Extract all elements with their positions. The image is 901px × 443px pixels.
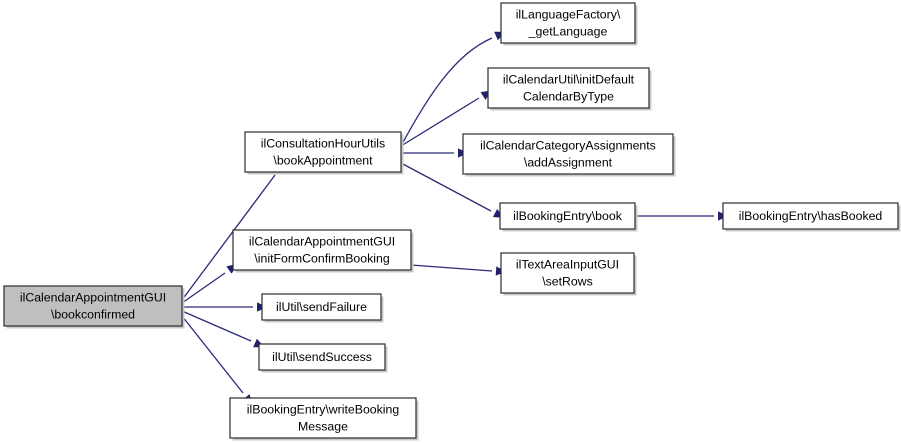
node-rect[interactable] <box>500 252 635 294</box>
node-label-line1: ilBookingEntry\book <box>513 209 623 223</box>
node-label-line2: \initFormConfirmBooking <box>254 251 389 265</box>
node-rect[interactable] <box>229 397 417 439</box>
node-label-line2: Message <box>298 419 348 433</box>
node-layer: ilCalendarAppointmentGUI\bookconfirmedil… <box>3 2 901 441</box>
node-label-line1: ilCalendarUtil\initDefault <box>503 72 635 86</box>
node-label-line2: \bookAppointment <box>273 153 373 167</box>
node-rect[interactable] <box>462 133 674 175</box>
node-label-line1: ilTextAreaInputGUI <box>516 257 619 271</box>
graph-node-setRows[interactable]: ilTextAreaInputGUI \setRows <box>500 252 637 296</box>
node-rect[interactable] <box>487 67 650 109</box>
graph-node-sendFailure[interactable]: ilUtil\sendFailure <box>261 293 384 323</box>
node-rect[interactable] <box>499 202 636 230</box>
call-edge-bookconfirmed-to-writeBookingMessage <box>181 315 253 406</box>
call-edge-bookconfirmed-to-sendFailure <box>182 302 268 312</box>
call-edge-bookAppointment-to-addAssignment <box>401 148 469 158</box>
node-label-line1: ilCalendarAppointmentGUI <box>20 290 166 304</box>
node-rect[interactable] <box>232 229 412 271</box>
node-label-line1: ilUtil\sendFailure <box>276 300 367 314</box>
graph-node-hasBooked[interactable]: ilBookingEntry\hasBooked <box>722 202 901 232</box>
node-rect[interactable] <box>500 2 636 44</box>
node-label-line1: ilLanguageFactory\ <box>516 7 621 21</box>
call-edge-bookconfirmed-to-initFormConfirmBooking <box>181 263 238 304</box>
node-rect[interactable] <box>244 131 402 173</box>
call-edge-initFormConfirmBooking-to-setRows <box>410 264 507 276</box>
call-edge-book-to-hasBooked <box>635 211 729 221</box>
node-label-line2: \bookconfirmed <box>51 307 135 321</box>
node-label-line1: ilCalendarCategoryAssignments <box>480 138 656 152</box>
node-label-line1: ilUtil\sendSuccess <box>272 350 372 364</box>
node-rect[interactable] <box>3 285 183 327</box>
graph-node-book[interactable]: ilBookingEntry\book <box>499 202 638 232</box>
node-rect[interactable] <box>261 293 382 321</box>
node-label-line1: ilBookingEntry\hasBooked <box>739 209 883 223</box>
graph-node-addAssignment[interactable]: ilCalendarCategoryAssignments \addAssignm… <box>462 133 676 177</box>
node-rect[interactable] <box>722 202 899 230</box>
node-label-line2: _getLanguage <box>528 24 608 38</box>
node-label-line2: \addAssignment <box>524 155 613 169</box>
node-label-line1: ilConsultationHourUtils <box>261 136 385 150</box>
node-rect[interactable] <box>258 343 386 371</box>
graph-node-sendSuccess[interactable]: ilUtil\sendSuccess <box>258 343 388 373</box>
graph-node-bookAppointment[interactable]: ilConsultationHourUtils \bookAppointment <box>244 131 404 175</box>
node-label-line1: ilBookingEntry\writeBooking <box>247 402 400 416</box>
node-label-line2: CalendarByType <box>523 89 614 103</box>
graph-node-initFormConfirmBooking[interactable]: ilCalendarAppointmentGUI \initFormConfirm… <box>232 229 414 273</box>
graph-node-bookconfirmed[interactable]: ilCalendarAppointmentGUI \bookconfirmed <box>3 285 185 329</box>
node-label-line1: ilCalendarAppointmentGUI <box>249 234 395 248</box>
node-label-line2: \setRows <box>542 274 593 288</box>
graph-node-getLanguage[interactable]: ilLanguageFactory\ _getLanguage <box>500 2 638 46</box>
